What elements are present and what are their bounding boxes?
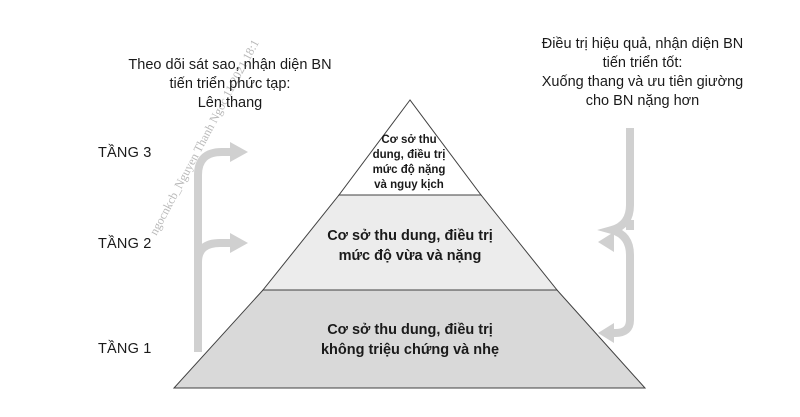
level-3-line: Cơ sở thu (381, 134, 437, 146)
level-3-line: dung, điều trị (372, 149, 446, 161)
tier-1-label: TẦNG 1 (98, 341, 152, 357)
arrow-to-tier2-icon (230, 233, 248, 253)
de-escalation-note: Điều trị hiệu quả, nhận diện BN tiến tri… (515, 35, 770, 111)
escalation-note-line: Lên thang (197, 95, 263, 111)
pyramid-level-1-text: Cơ sở thu dung, điều trị không triệu chứ… (285, 320, 535, 360)
level-2-line: Cơ sở thu dung, điều trị (327, 228, 493, 244)
de-escalation-note-line: Xuống thang và ưu tiên giường (541, 74, 744, 90)
level-3-line: mức độ nặng (372, 164, 446, 176)
arrow-to-tier1-left-icon (598, 323, 614, 343)
escalation-note-line: tiến triển phức tạp: (169, 76, 291, 92)
level-3-line: và nguy kịch (374, 179, 444, 191)
escalation-bracket (194, 148, 230, 352)
tier-2-label: TẦNG 2 (98, 236, 152, 252)
pyramid-level-2-text: Cơ sở thu dung, điều trị mức độ vừa và n… (300, 226, 520, 266)
arrow-to-tier3-icon (230, 142, 248, 162)
pyramid-level-1-shape (172, 289, 647, 389)
level-1-line: Cơ sở thu dung, điều trị (327, 322, 493, 338)
escalation-note-line: Theo dõi sát sao, nhận diện BN (128, 57, 332, 73)
escalation-note: Theo dõi sát sao, nhận diện BN tiến triể… (95, 56, 365, 113)
de-escalation-bracket (597, 128, 634, 337)
level-1-line: không triệu chứng và nhẹ (320, 342, 500, 358)
pyramid-level-3-text: Cơ sở thu dung, điều trị mức độ nặng và … (344, 133, 474, 193)
level-2-line: mức độ vừa và nặng (338, 248, 482, 264)
arrow-to-tier2-left-icon (598, 232, 614, 252)
tier-3-label: TẦNG 3 (98, 145, 152, 161)
de-escalation-note-line: Điều trị hiệu quả, nhận diện BN (541, 36, 744, 52)
de-escalation-note-line: cho BN nặng hơn (585, 93, 700, 109)
de-escalation-note-line: tiến triển tốt: (602, 55, 683, 71)
